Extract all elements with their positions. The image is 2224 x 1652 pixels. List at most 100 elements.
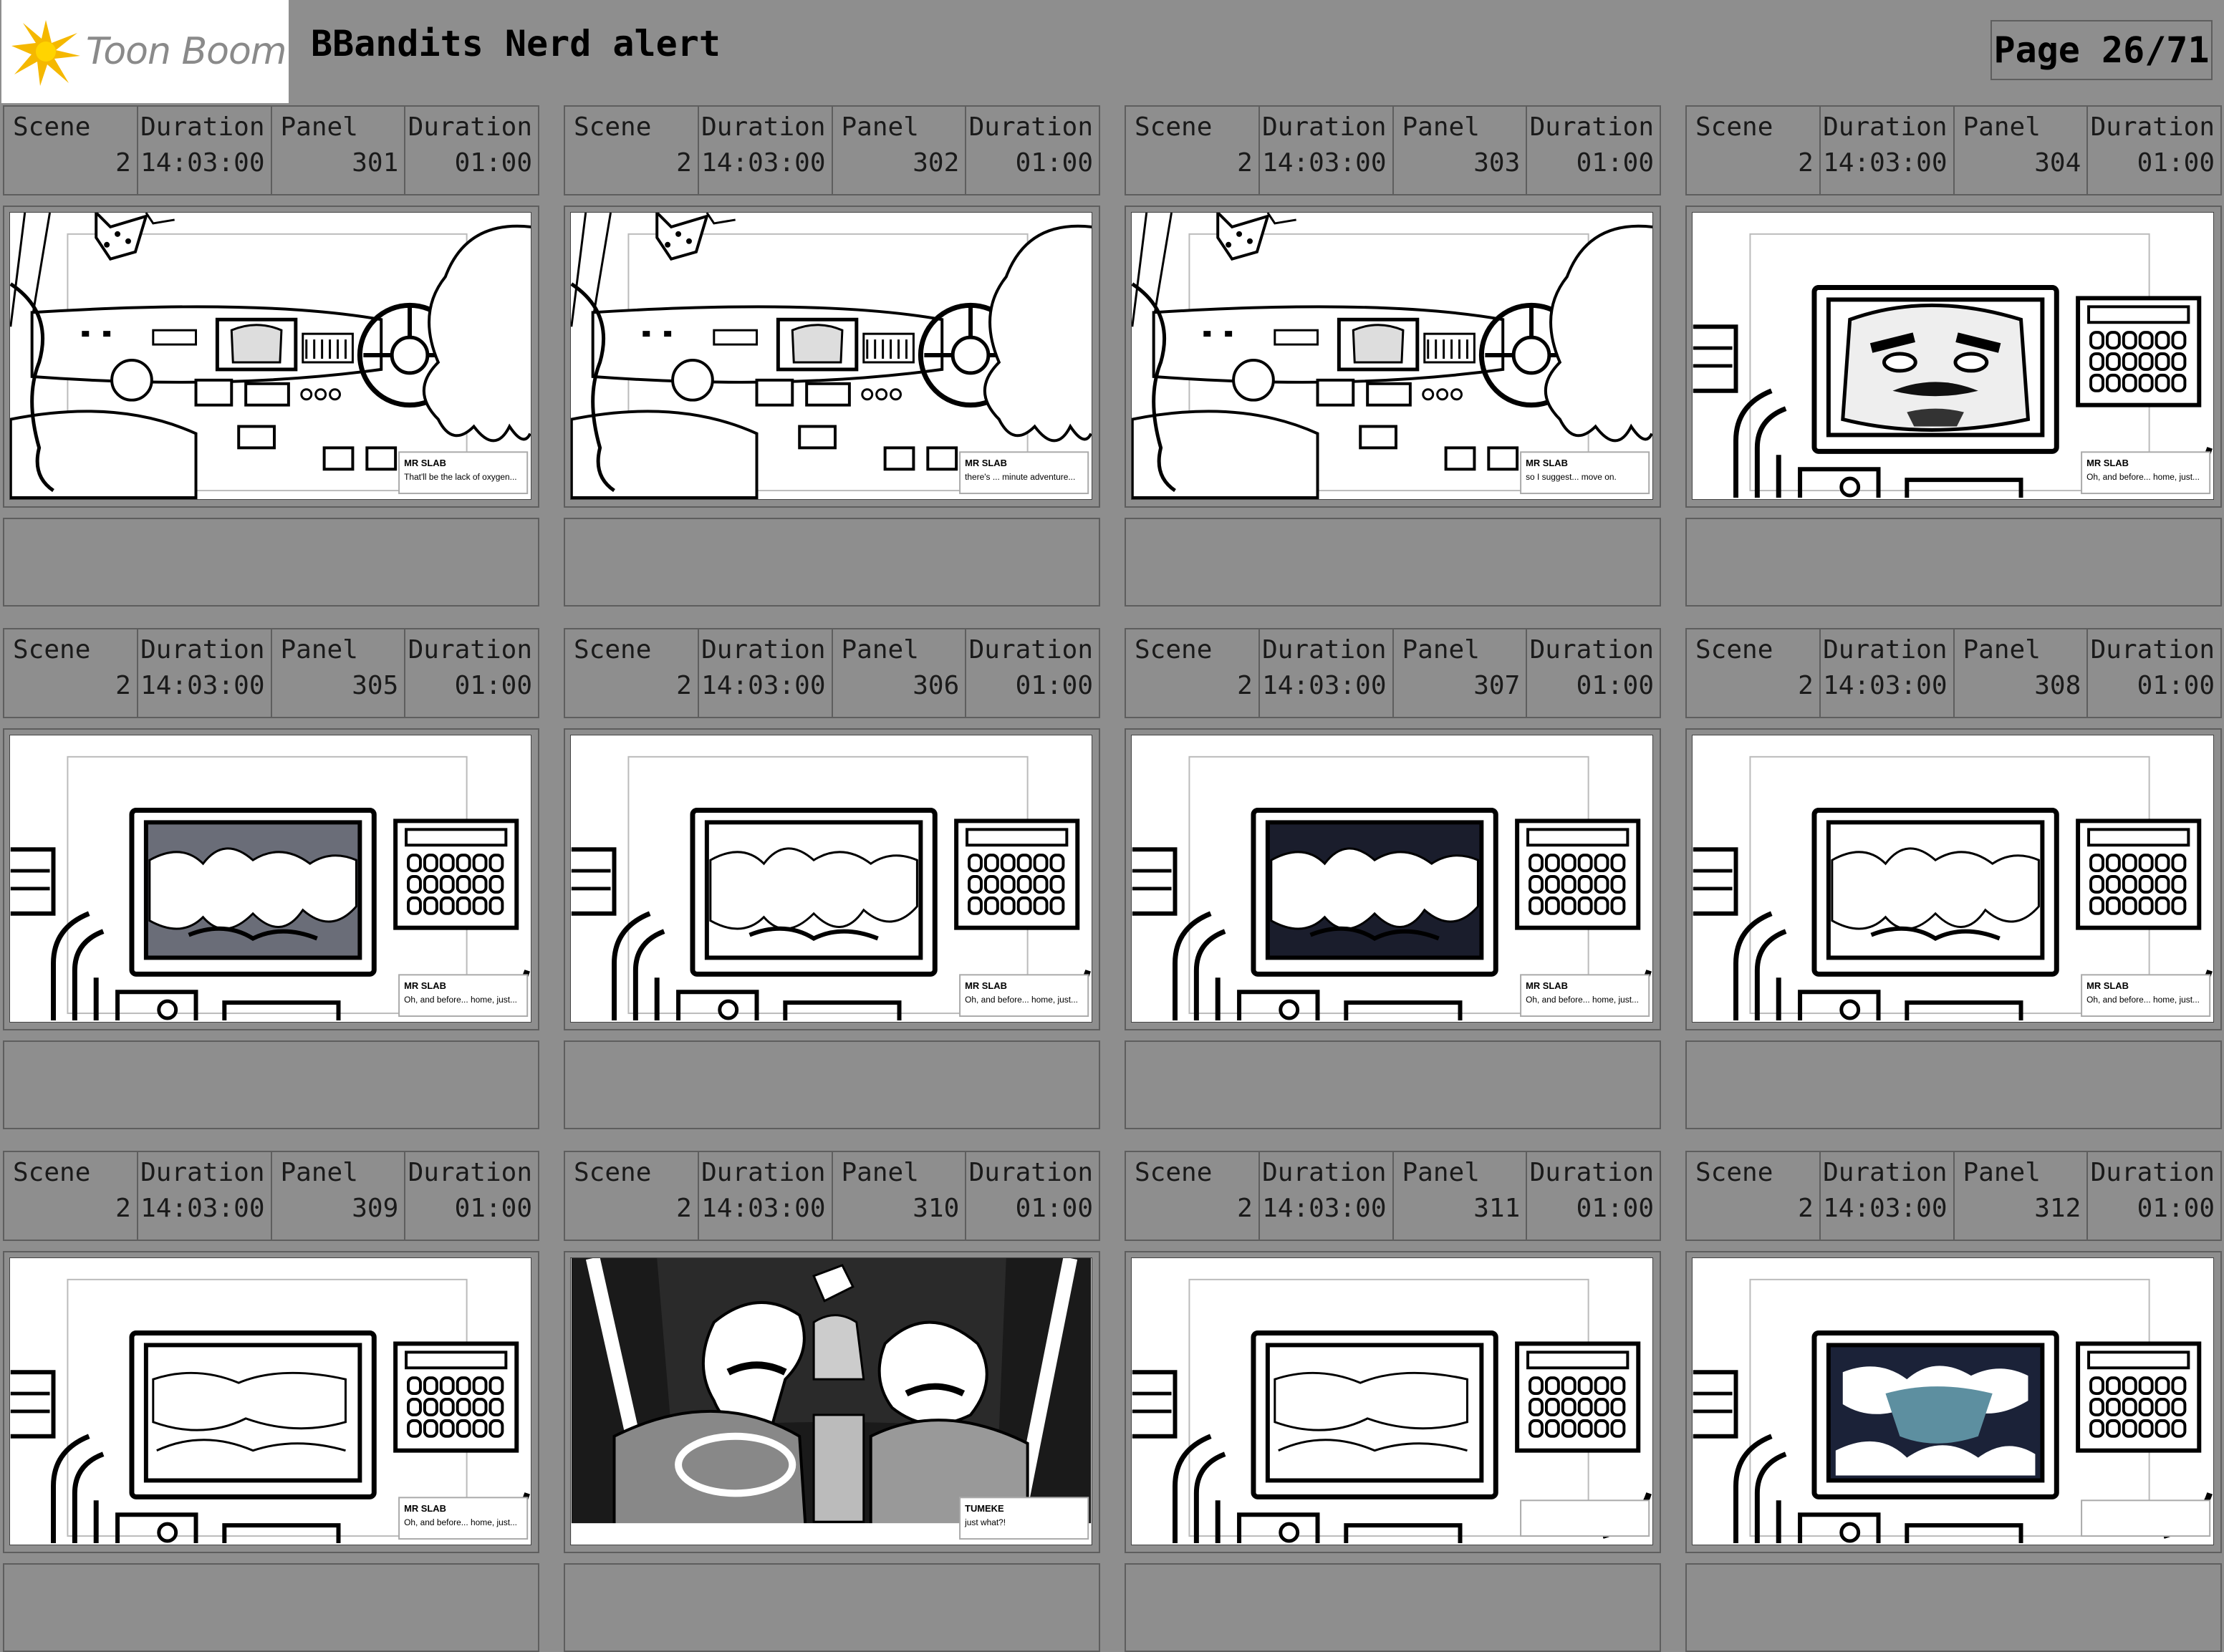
scene-cell: Scene 2 [4, 629, 138, 717]
panel-duration-cell: Duration 01:00 [966, 107, 1099, 194]
caption-text: there's ... minute adventure... [965, 472, 1075, 482]
caption-text: Oh, and before... home, just... [2086, 472, 2200, 482]
scene-duration-cell: Duration 14:03:00 [1821, 107, 1955, 194]
panel-number: 303 [1473, 148, 1521, 178]
panel-image-frame [1125, 1251, 1661, 1553]
duration-label: Duration [1262, 112, 1387, 142]
panel-number: 304 [2034, 148, 2081, 178]
caption-text: Oh, and before... home, just... [2086, 995, 2200, 1005]
scene-cell: Scene 2 [565, 1152, 699, 1240]
duration-label: Duration [140, 112, 265, 142]
panel-duration-value: 01:00 [454, 148, 532, 178]
scene-duration-value: 14:03:00 [1262, 671, 1387, 700]
panel-label: Panel [841, 635, 919, 665]
scene-duration-value: 14:03:00 [701, 1194, 826, 1223]
panel-number: 310 [913, 1194, 960, 1223]
scene-value: 2 [1798, 148, 1814, 178]
logo-text: Toon Boom [86, 30, 287, 73]
panel-image-frame: MR SLAB Oh, and before... home, just... [3, 728, 539, 1030]
caption-text: Oh, and before... home, just... [1526, 995, 1639, 1005]
panel-image-frame [1685, 1251, 2222, 1553]
caption-speaker: TUMEKE [965, 1503, 1004, 1514]
scene-value: 2 [676, 671, 692, 700]
panel-cell: Panel 308 [1955, 629, 2089, 717]
panel-notes [3, 518, 539, 607]
scene-duration-value: 14:03:00 [701, 148, 826, 178]
caption-text: Oh, and before... home, just... [404, 1517, 517, 1527]
scene-value: 2 [115, 671, 131, 700]
panel-cell: Panel 307 [1394, 629, 1528, 717]
duration-label: Duration [968, 1158, 1093, 1187]
scene-duration-cell: Duration 14:03:00 [1260, 107, 1394, 194]
scene-duration-value: 14:03:00 [1262, 148, 1387, 178]
panel-notes [1685, 1040, 2222, 1129]
panel-cell: Panel 306 [833, 629, 967, 717]
panel-number: 301 [352, 148, 399, 178]
panel-header: Scene 2 Duration 14:03:00 Panel 306 Dura… [564, 628, 1100, 718]
scene-label: Scene [13, 112, 91, 142]
panel-duration-cell: Duration 01:00 [966, 1152, 1099, 1240]
panel-label: Panel [1402, 635, 1480, 665]
panel-duration-cell: Duration 01:00 [2088, 629, 2220, 717]
caption-speaker: MR SLAB [2086, 458, 2129, 468]
scene-label: Scene [1135, 1158, 1213, 1187]
panel-duration-cell: Duration 01:00 [966, 629, 1099, 717]
panel-header: Scene 2 Duration 14:03:00 Panel 309 Dura… [3, 1151, 539, 1241]
duration-label: Duration [2090, 1158, 2215, 1187]
panel-label: Panel [280, 635, 358, 665]
panel-duration-value: 01:00 [1576, 148, 1654, 178]
panel-notes [3, 1563, 539, 1652]
panel-cell: Panel 312 [1955, 1152, 2089, 1240]
scene-label: Scene [13, 635, 91, 665]
panel-duration-value: 01:00 [1015, 1194, 1093, 1223]
panel-label: Panel [841, 1158, 919, 1187]
scene-value: 2 [1237, 671, 1253, 700]
scene-value: 2 [1237, 148, 1253, 178]
duration-label: Duration [1529, 112, 1654, 142]
scene-cell: Scene 2 [565, 629, 699, 717]
scene-duration-cell: Duration 14:03:00 [138, 629, 272, 717]
panel-drawing: MR SLAB That'll be the lack of oxygen... [9, 212, 531, 500]
scene-duration-cell: Duration 14:03:00 [138, 107, 272, 194]
scene-duration-cell: Duration 14:03:00 [1260, 629, 1394, 717]
duration-label: Duration [1262, 635, 1387, 665]
panel-label: Panel [280, 112, 358, 142]
scene-label: Scene [574, 635, 652, 665]
scene-value: 2 [115, 148, 131, 178]
panel-duration-value: 01:00 [2137, 671, 2215, 700]
scene-cell: Scene 2 [1126, 107, 1260, 194]
duration-label: Duration [2090, 635, 2215, 665]
panel-drawing: MR SLAB Oh, and before... home, just... [1692, 212, 2214, 500]
panel-cell: Panel 309 [272, 1152, 406, 1240]
panel-notes [1685, 518, 2222, 607]
panel-number: 308 [2034, 671, 2081, 700]
caption-speaker: MR SLAB [965, 980, 1007, 991]
panel-duration-cell: Duration 01:00 [1527, 1152, 1660, 1240]
panel-label: Panel [841, 112, 919, 142]
panel-drawing: MR SLAB Oh, and before... home, just... [9, 735, 531, 1023]
panel-cell: Panel 301 [272, 107, 406, 194]
scene-duration-cell: Duration 14:03:00 [1260, 1152, 1394, 1240]
panel-number: 309 [352, 1194, 399, 1223]
panel-image-frame: MR SLAB Oh, and before... home, just... [1685, 728, 2222, 1030]
panel-header: Scene 2 Duration 14:03:00 Panel 310 Dura… [564, 1151, 1100, 1241]
scene-duration-value: 14:03:00 [1823, 671, 1948, 700]
panel-duration-value: 01:00 [2137, 1194, 2215, 1223]
panel-cell: Panel 304 [1955, 107, 2089, 194]
panel-duration-value: 01:00 [1015, 148, 1093, 178]
duration-label: Duration [701, 635, 826, 665]
panel-duration-value: 01:00 [1576, 671, 1654, 700]
panel-duration-cell: Duration 01:00 [2088, 107, 2220, 194]
scene-cell: Scene 2 [1126, 1152, 1260, 1240]
duration-label: Duration [1823, 635, 1948, 665]
caption-text: Oh, and before... home, just... [404, 995, 517, 1005]
panel-label: Panel [1963, 1158, 2041, 1187]
scene-label: Scene [1695, 112, 1773, 142]
duration-label: Duration [1262, 1158, 1387, 1187]
scene-duration-cell: Duration 14:03:00 [699, 107, 833, 194]
duration-label: Duration [140, 1158, 265, 1187]
scene-duration-cell: Duration 14:03:00 [699, 1152, 833, 1240]
panel-image-frame: MR SLAB Oh, and before... home, just... [3, 1251, 539, 1553]
panel-number: 302 [913, 148, 960, 178]
panel-cell: Panel 302 [833, 107, 967, 194]
